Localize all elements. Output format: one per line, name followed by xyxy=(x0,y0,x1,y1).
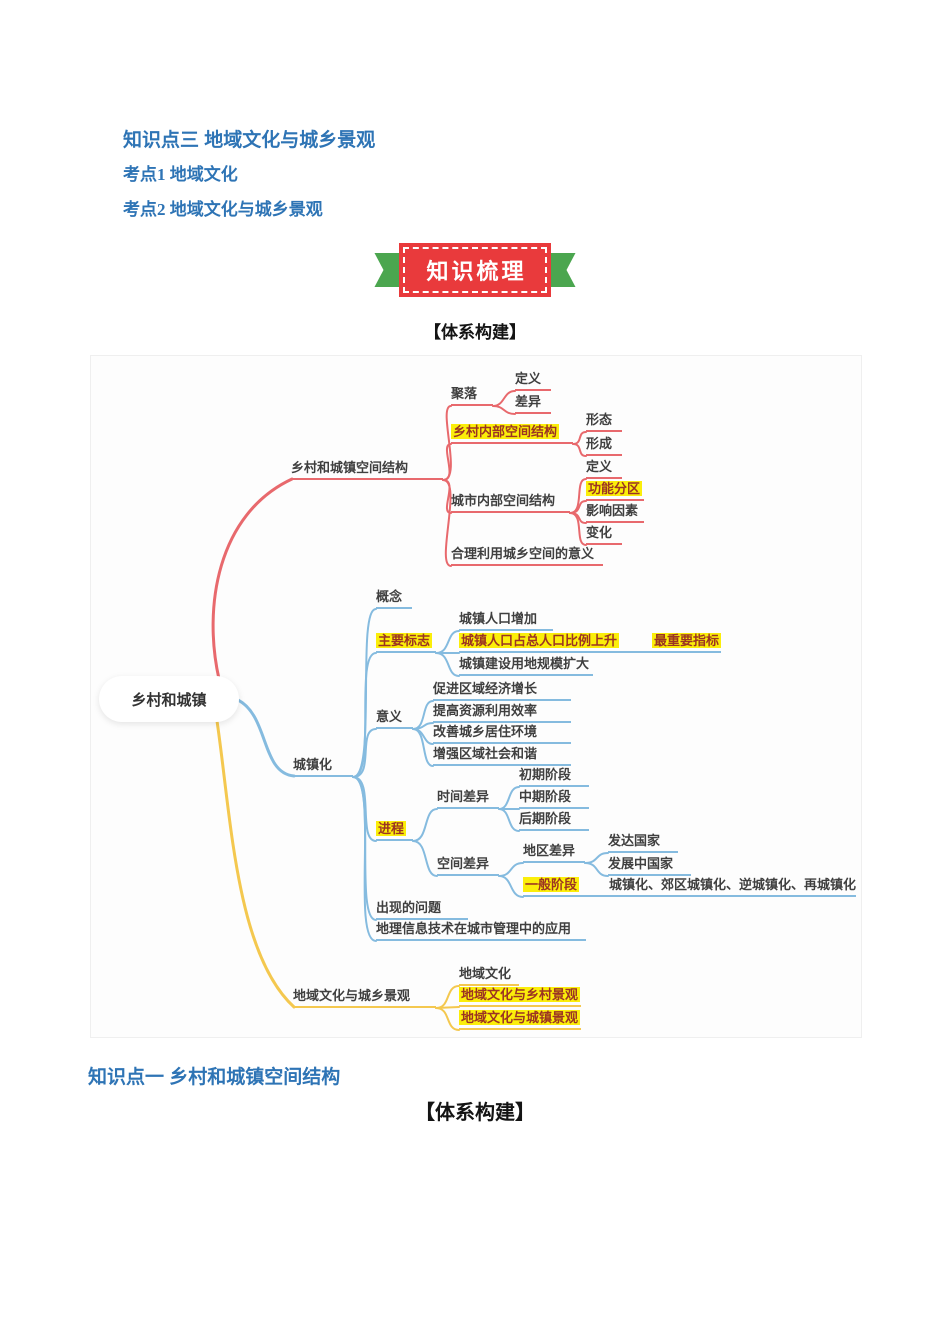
node-urban-internal-structure: 城市内部空间结构 xyxy=(451,493,570,513)
exam-point-1: 考点1 地域文化 xyxy=(123,165,238,184)
node-form: 形态 xyxy=(586,412,622,432)
section-title-system-build-1: 【体系构建】 xyxy=(424,323,526,342)
mindmap-connectors xyxy=(211,390,609,1031)
node-settlement-difference: 差异 xyxy=(515,394,551,414)
node-population-ratio-row: 城镇人口占总人口比例上升 最重要指标 xyxy=(459,633,721,653)
node-gis-application: 地理信息技术在城市管理中的应用 xyxy=(376,921,586,941)
node-most-important-indicator: 最重要指标 xyxy=(651,633,721,648)
node-settlement-definition: 定义 xyxy=(515,371,551,391)
node-main-marks: 主要标志 xyxy=(376,633,436,653)
banner-title: 知识梳理 xyxy=(399,243,551,297)
node-spatial-difference: 空间差异 xyxy=(437,856,499,876)
node-improve-environment: 改善城乡居住环境 xyxy=(433,724,571,744)
node-land-expansion: 城镇建设用地规模扩大 xyxy=(459,656,593,676)
highlight: 主要标志 xyxy=(376,633,433,648)
node-general-stage: 一般阶段 xyxy=(523,877,580,892)
node-rural-internal-structure: 乡村内部空间结构 xyxy=(451,424,573,444)
highlight: 乡村内部空间结构 xyxy=(451,424,560,439)
highlight: 地域文化与乡村景观 xyxy=(459,987,581,1002)
node-social-harmony: 增强区域社会和谐 xyxy=(433,746,571,766)
node-late-stage: 后期阶段 xyxy=(519,811,589,831)
node-branch3: 地域文化与城乡景观 xyxy=(293,988,436,1008)
node-population-increase: 城镇人口增加 xyxy=(459,611,553,631)
node-middle-stage: 中期阶段 xyxy=(519,789,589,809)
node-culture-urban-landscape: 地域文化与城镇景观 xyxy=(459,1010,581,1030)
node-population-ratio: 城镇人口占总人口比例上升 xyxy=(459,633,620,648)
mindmap-root-node: 乡村和城镇 xyxy=(99,676,239,722)
node-process: 进程 xyxy=(376,821,413,841)
node-branch2: 城镇化 xyxy=(293,757,353,777)
node-problems: 出现的问题 xyxy=(376,900,468,920)
highlight: 进程 xyxy=(376,821,407,836)
node-developing-countries: 发展中国家 xyxy=(608,856,691,876)
highlight: 地域文化与城镇景观 xyxy=(459,1010,581,1025)
node-rational-use: 合理利用城乡空间的意义 xyxy=(451,546,603,566)
node-urban-definition: 定义 xyxy=(586,459,622,479)
node-promote-economy: 促进区域经济增长 xyxy=(433,681,571,701)
node-culture-rural-landscape: 地域文化与乡村景观 xyxy=(459,987,581,1007)
node-time-difference: 时间差异 xyxy=(437,789,499,809)
node-branch1: 乡村和城镇空间结构 xyxy=(291,460,443,480)
node-stage-list: 城镇化、郊区城镇化、逆城镇化、再城镇化 xyxy=(608,877,856,892)
node-regional-difference: 地区差异 xyxy=(523,843,585,863)
node-general-stage-row: 一般阶段 城镇化、郊区城镇化、逆城镇化、再城镇化 xyxy=(523,877,856,897)
node-influencing-factors: 影响因素 xyxy=(586,503,644,523)
node-settlement: 聚落 xyxy=(451,386,493,406)
exam-point-2: 考点2 地域文化与城乡景观 xyxy=(123,200,323,219)
node-change: 变化 xyxy=(586,525,622,545)
section-title-system-build-2: 【体系构建】 xyxy=(415,1102,535,1124)
node-regional-culture: 地域文化 xyxy=(459,966,519,986)
node-developed-countries: 发达国家 xyxy=(608,833,678,853)
highlight: 功能分区 xyxy=(586,481,643,496)
node-resource-efficiency: 提高资源利用效率 xyxy=(433,703,571,723)
node-functional-zones: 功能分区 xyxy=(586,481,644,501)
knowledge-banner: 知识梳理 xyxy=(0,243,950,297)
node-concept: 概念 xyxy=(376,589,412,609)
node-initial-stage: 初期阶段 xyxy=(519,767,589,787)
heading-knowledge-point-1: 知识点一 乡村和城镇空间结构 xyxy=(88,1067,341,1088)
heading-knowledge-point-3: 知识点三 地域文化与城乡景观 xyxy=(123,130,376,151)
mindmap-image: 乡村和城镇 乡村和城镇空间结构 聚落 定义 差异 乡村内部空间结构 形态 形成 … xyxy=(90,355,862,1038)
node-formation: 形成 xyxy=(586,436,622,456)
node-significance: 意义 xyxy=(376,709,413,729)
